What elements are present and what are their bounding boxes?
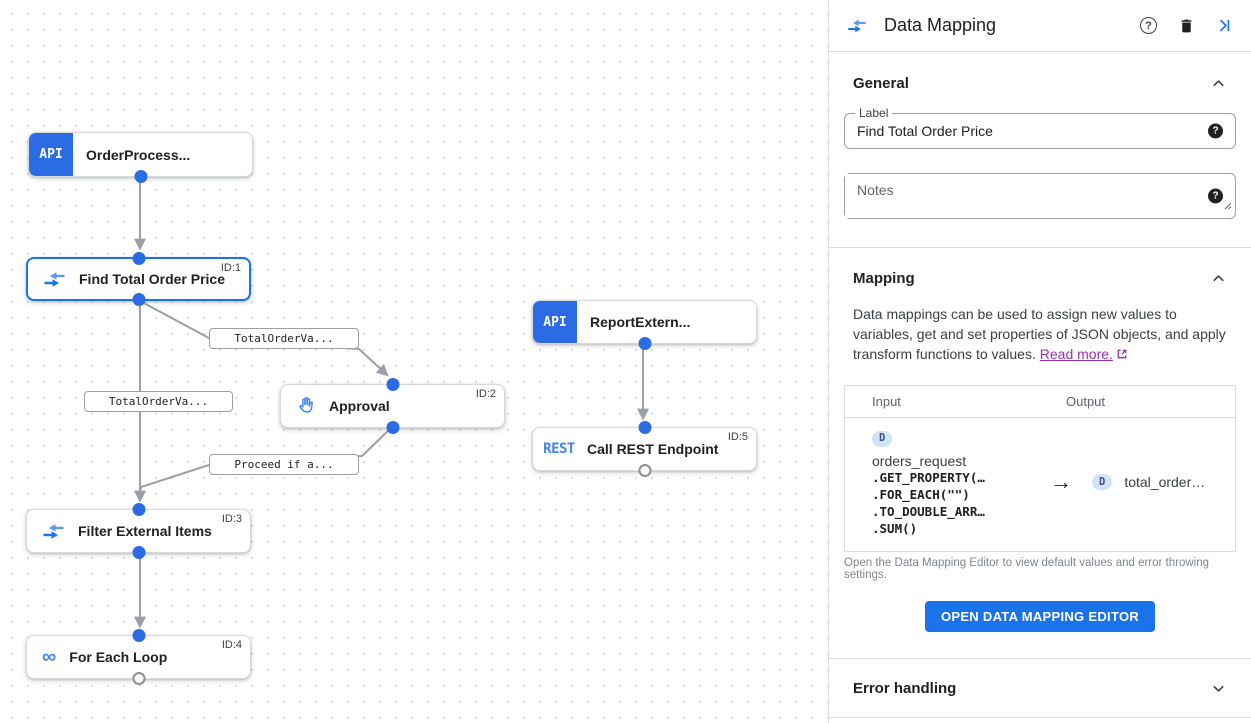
connection-port[interactable] — [132, 503, 145, 516]
delete-icon[interactable] — [1178, 17, 1195, 35]
node-find-total-order-price[interactable]: ID:1 Find Total Order Price — [26, 252, 251, 306]
connection-port[interactable] — [132, 672, 145, 685]
connection-port[interactable] — [132, 252, 145, 265]
output-variable-name: total_order… — [1124, 474, 1206, 491]
api-trigger-badge: API — [533, 301, 577, 343]
datatype-badge: D — [1092, 474, 1113, 491]
flow-edges — [134, 177, 649, 629]
node-label: Filter External Items — [78, 523, 212, 539]
datatype-badge: D — [872, 430, 893, 447]
divider — [829, 247, 1251, 248]
panel-header: Data Mapping ? — [829, 0, 1251, 52]
input-column-header: Input — [872, 394, 901, 409]
mapping-table-header: Input Output — [845, 386, 1235, 418]
node-filter-external-items[interactable]: ID:3 Filter External Items — [26, 503, 251, 559]
mapping-description: Data mappings can be used to assign new … — [829, 287, 1251, 365]
mapping-table: Input Output D orders_request .GET_PROPE… — [844, 385, 1236, 552]
api-trigger-badge: API — [29, 133, 73, 176]
node-call-rest-endpoint[interactable]: ID:5 REST Call REST Endpoint — [532, 421, 757, 477]
connection-port[interactable] — [132, 293, 145, 306]
divider — [829, 716, 1251, 718]
rest-icon: REST — [543, 441, 575, 457]
connection-port[interactable] — [638, 337, 651, 350]
connection-port[interactable] — [386, 378, 399, 391]
connection-port[interactable] — [132, 629, 145, 642]
hand-approval-icon — [296, 396, 316, 416]
divider — [829, 657, 1251, 659]
loop-icon: ∞ — [42, 646, 57, 668]
label-field-wrapper: Label ? — [844, 106, 1236, 149]
flow-canvas[interactable]: TotalOrderVa... TotalOrderVa... Proceed … — [0, 0, 828, 723]
mapping-table-row[interactable]: D orders_request .GET_PROPERTY(… .FOR_EA… — [845, 418, 1235, 551]
help-icon[interactable]: ? — [1140, 17, 1157, 34]
mapping-description-text: Data mappings can be used to assign new … — [853, 306, 1226, 362]
transform-function: .TO_DOUBLE_ARR… — [872, 503, 985, 519]
mapping-input-cell: D orders_request .GET_PROPERTY(… .FOR_EA… — [845, 428, 1030, 537]
node-id-label: ID:2 — [475, 388, 496, 400]
mapping-output-cell: D total_order… — [1092, 474, 1206, 491]
resize-handle-icon[interactable] — [1224, 197, 1232, 215]
input-variable-name: orders_request — [872, 452, 967, 469]
chevron-up-icon[interactable] — [1210, 75, 1227, 92]
node-label: Find Total Order Price — [79, 271, 225, 287]
notes-help-icon[interactable]: ? — [1208, 188, 1223, 204]
read-more-link[interactable]: Read more. — [1039, 346, 1113, 362]
transform-function: .SUM() — [872, 520, 918, 536]
label-help-icon[interactable]: ? — [1208, 123, 1223, 139]
node-report-extern[interactable]: API ReportExtern... — [532, 300, 757, 350]
output-column-header: Output — [1066, 394, 1106, 409]
node-label: OrderProcess... — [86, 146, 191, 163]
connection-port[interactable] — [386, 421, 399, 434]
data-mapping-icon — [847, 18, 867, 34]
data-mapping-icon — [43, 271, 66, 288]
panel-title: Data Mapping — [884, 15, 997, 35]
node-id-label: ID:4 — [221, 639, 242, 651]
section-general: General Label ? ? — [829, 52, 1251, 248]
connection-port[interactable] — [134, 170, 147, 183]
notes-field-wrapper: ? — [844, 173, 1236, 219]
transform-function: .FOR_EACH("") — [872, 486, 970, 502]
transform-function: .GET_PROPERTY(… — [872, 469, 985, 485]
edge-label[interactable]: TotalOrderVa... — [84, 391, 233, 412]
general-section-title: General — [853, 75, 909, 92]
chevron-up-icon[interactable] — [1210, 270, 1227, 287]
connection-port[interactable] — [132, 546, 145, 559]
connection-port[interactable] — [638, 464, 651, 477]
section-error-handling: Error handling — [829, 659, 1251, 718]
chevron-down-icon[interactable] — [1210, 680, 1227, 697]
edge-label[interactable]: TotalOrderVa... — [209, 328, 359, 349]
node-id-label: ID:1 — [220, 262, 241, 274]
open-data-mapping-editor-button[interactable]: OPEN DATA MAPPING EDITOR — [924, 600, 1156, 632]
node-label: Approval — [329, 398, 390, 414]
node-approval[interactable]: ID:2 Approval — [280, 378, 505, 434]
section-mapping: Mapping Data mappings can be used to ass… — [829, 248, 1251, 659]
node-label: For Each Loop — [69, 649, 168, 665]
mapping-caption: Open the Data Mapping Editor to view def… — [844, 556, 1210, 581]
mapping-arrow-icon: → — [1050, 469, 1072, 495]
config-panel: Data Mapping ? General — [828, 0, 1251, 723]
node-label: ReportExtern... — [590, 314, 691, 330]
collapse-panel-icon[interactable] — [1216, 17, 1233, 34]
node-order-process[interactable]: API OrderProcess... — [28, 132, 253, 183]
notes-input[interactable] — [845, 174, 1195, 218]
connection-port[interactable] — [638, 421, 651, 434]
data-mapping-icon — [42, 523, 65, 540]
external-link-icon — [1116, 345, 1128, 365]
node-id-label: ID:5 — [727, 431, 748, 443]
error-handling-section-title: Error handling — [853, 679, 957, 697]
node-id-label: ID:3 — [221, 513, 242, 525]
label-field-label: Label — [855, 106, 893, 120]
label-input[interactable] — [845, 114, 1235, 148]
node-label: Call REST Endpoint — [587, 441, 719, 457]
mapping-section-title: Mapping — [853, 270, 915, 287]
node-for-each-loop[interactable]: ID:4 ∞ For Each Loop — [26, 629, 251, 685]
edge-label[interactable]: Proceed if a... — [209, 454, 359, 475]
